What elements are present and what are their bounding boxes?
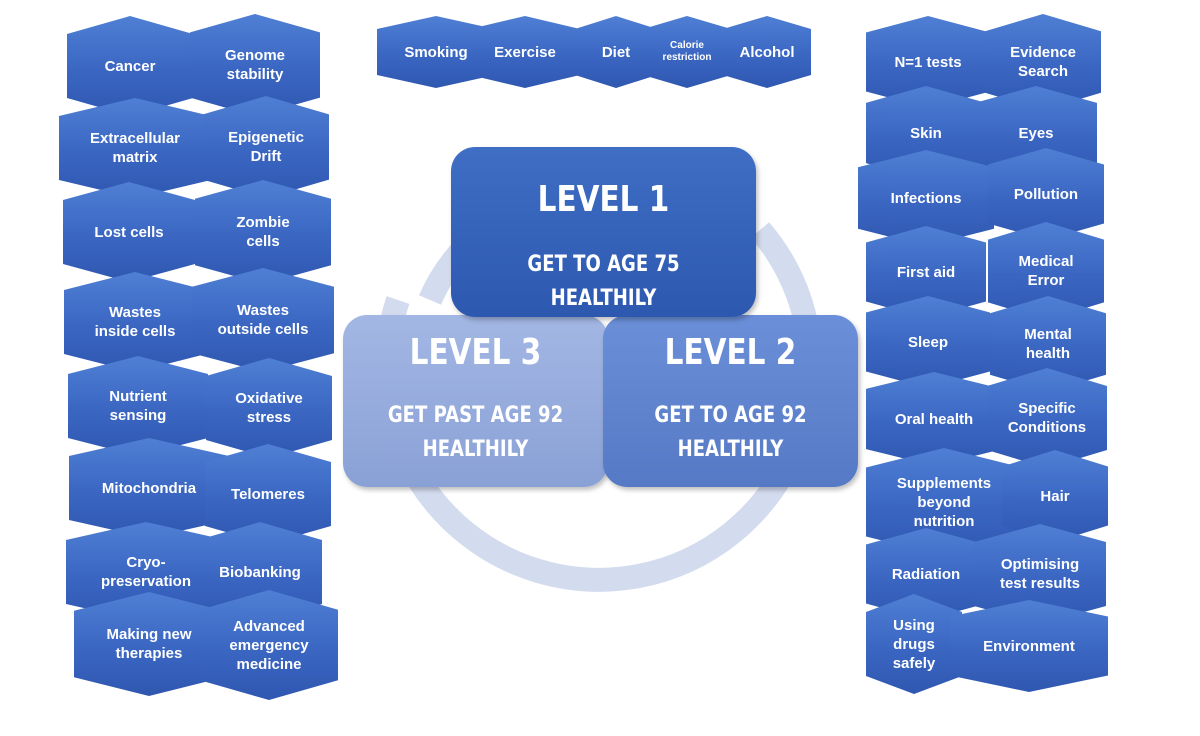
- hex-label: Calorie restriction: [662, 40, 712, 63]
- hex-label: Alcohol: [739, 43, 795, 61]
- hex-label: Lost cells: [94, 223, 164, 241]
- hex-label: Zombie cells: [236, 214, 290, 250]
- hex-label: Wastes inside cells: [94, 304, 176, 340]
- level-2-box: LEVEL 2 GET TO AGE 92 HEALTHILY: [603, 315, 858, 487]
- hex-sleep: Sleep: [866, 296, 990, 388]
- hex-label: Environment: [983, 637, 1075, 655]
- hex-mitochondria: Mitochondria: [69, 438, 229, 538]
- hex-label: Exercise: [494, 43, 556, 61]
- level-3-subtitle: GET PAST AGE 92 HEALTHILY: [387, 403, 564, 462]
- hex-zombie-cells: Zombie cells: [195, 180, 331, 284]
- hex-oxidative-stress: Oxidative stress: [206, 358, 332, 458]
- hex-wastes-outside-cells: Wastes outside cells: [192, 268, 334, 372]
- hex-using-drugs-safely: Using drugs safely: [866, 594, 962, 694]
- hex-label: Telomeres: [231, 485, 305, 503]
- hex-extracellular-matrix: Extracellular matrix: [59, 98, 211, 198]
- hex-label: Making new therapies: [106, 626, 192, 662]
- hex-label: Epigenetic Drift: [228, 129, 304, 165]
- hex-label: Oral health: [894, 410, 974, 428]
- hex-label: Advanced emergency medicine: [229, 617, 309, 673]
- hex-exercise: Exercise: [470, 16, 580, 88]
- hex-label: Pollution: [1013, 185, 1079, 203]
- hex-label: Specific Conditions: [1007, 400, 1087, 436]
- hex-specific-conditions: Specific Conditions: [987, 368, 1107, 468]
- hex-wastes-inside-cells: Wastes inside cells: [64, 272, 206, 372]
- level-3-title: LEVEL 3: [409, 332, 542, 373]
- hex-label: Using drugs safely: [892, 616, 936, 672]
- hex-label: Sleep: [907, 333, 949, 351]
- hex-alcohol: Alcohol: [723, 16, 811, 88]
- hex-calorie-restriction: Calorie restriction: [643, 16, 731, 88]
- hex-cancer: Cancer: [67, 16, 193, 116]
- hex-label: Hair: [1040, 487, 1070, 505]
- level-1-title: LEVEL 1: [537, 179, 670, 220]
- hex-environment: Environment: [950, 600, 1108, 692]
- hex-label: Diet: [601, 43, 631, 61]
- hex-label: Optimising test results: [999, 556, 1081, 592]
- hex-making-new-therapies: Making new therapies: [74, 592, 224, 696]
- hex-label: Evidence Search: [1010, 44, 1076, 80]
- hex-label: Extracellular matrix: [89, 130, 181, 166]
- hex-label: Smoking: [404, 43, 468, 61]
- hex-label: Infections: [890, 189, 962, 207]
- level-2-title: LEVEL 2: [664, 332, 797, 373]
- hex-genome-stability: Genome stability: [190, 14, 320, 116]
- hex-label: Supplements beyond nutrition: [896, 474, 992, 530]
- hex-label: Medical Error: [1018, 253, 1074, 289]
- hex-label: Wastes outside cells: [217, 302, 309, 338]
- hex-nutrient-sensing: Nutrient sensing: [68, 356, 208, 456]
- level-1-subtitle: GET TO AGE 75 HEALTHILY: [527, 252, 680, 311]
- hex-advanced-emergency-medicine: Advanced emergency medicine: [200, 590, 338, 700]
- hex-label: First aid: [896, 263, 956, 281]
- hex-label: Cancer: [104, 57, 156, 75]
- hex-label: Mental health: [1024, 326, 1072, 362]
- hex-label: Genome stability: [224, 47, 285, 83]
- hex-label: Oxidative stress: [235, 390, 303, 426]
- level-2-subtitle: GET TO AGE 92 HEALTHILY: [654, 403, 807, 462]
- hex-label: Radiation: [891, 565, 961, 583]
- hex-lost-cells: Lost cells: [63, 182, 195, 282]
- hex-label: Cryo- preservation: [100, 554, 192, 590]
- hex-label: N=1 tests: [894, 53, 962, 71]
- hex-label: Biobanking: [219, 563, 301, 581]
- level-3-box: LEVEL 3 GET PAST AGE 92 HEALTHILY: [343, 315, 608, 487]
- level-1-box: LEVEL 1 GET TO AGE 75 HEALTHILY: [451, 147, 756, 317]
- hex-label: Mitochondria: [101, 479, 197, 497]
- hex-oral-health: Oral health: [866, 372, 1002, 466]
- hex-hair: Hair: [1002, 450, 1108, 542]
- hex-label: Skin: [910, 124, 942, 142]
- hex-label: Nutrient sensing: [109, 388, 167, 424]
- hex-label: Eyes: [1018, 124, 1054, 142]
